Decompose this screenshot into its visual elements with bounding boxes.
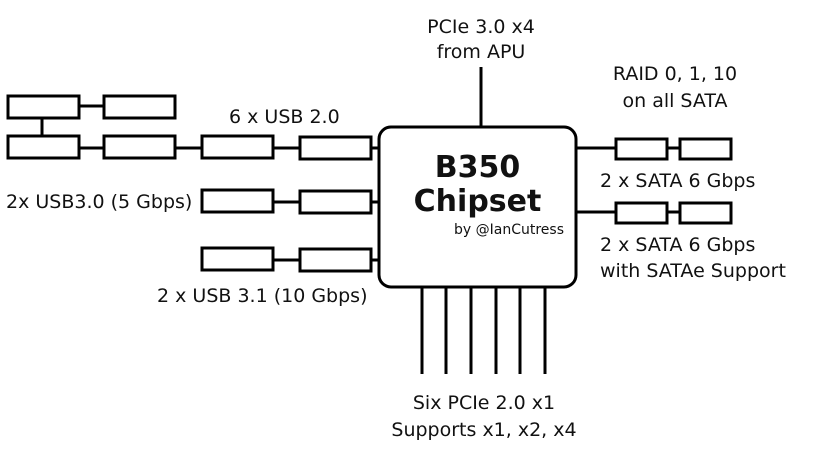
chip-name-line1: B350 — [434, 150, 521, 185]
usb31-label: 2 x USB 3.1 (10 Gbps) — [157, 285, 368, 307]
chip-credit: by @IanCutress — [454, 222, 564, 238]
sata2-label-line2: with SATAe Support — [600, 260, 786, 282]
usb2-ports — [6, 94, 379, 161]
raid-label-line2: on all SATA — [622, 90, 728, 112]
sata2-label-line1: 2 x SATA 6 Gbps — [600, 234, 756, 256]
usb30-label: 2x USB3.0 (5 Gbps) — [6, 191, 193, 213]
usb2-port — [6, 134, 81, 160]
usb2-port — [200, 134, 275, 160]
usb2-port — [102, 94, 177, 120]
raid-label-line1: RAID 0, 1, 10 — [612, 63, 738, 85]
sata2-ports — [576, 201, 733, 225]
sata-port — [614, 201, 669, 225]
sata-port — [678, 137, 733, 161]
sata1-label: 2 x SATA 6 Gbps — [600, 170, 756, 192]
pcie2-label-line1: Six PCIe 2.0 x1 — [412, 392, 556, 414]
sata-port — [614, 137, 669, 161]
pcie-apu-label-line1: PCIe 3.0 x4 — [427, 16, 535, 38]
usb31-port — [200, 246, 275, 272]
usb31-ports — [200, 246, 379, 273]
pcie2-lanes — [420, 287, 547, 374]
usb2-port — [6, 94, 81, 120]
pcie2-label-line2: Supports x1, x2, x4 — [391, 419, 577, 441]
usb30-port — [200, 188, 275, 214]
usb2-label: 6 x USB 2.0 — [229, 106, 340, 128]
usb30-port — [298, 189, 373, 215]
chip-name-line2: Chipset — [413, 184, 542, 219]
usb31-port — [298, 247, 373, 273]
sata-port — [678, 201, 733, 225]
usb2-port — [102, 134, 177, 160]
sata1-ports — [576, 137, 733, 161]
usb30-ports — [200, 188, 379, 215]
pcie-apu-label-line2: from APU — [436, 41, 526, 63]
chipset-box — [377, 125, 578, 289]
usb2-port — [298, 135, 373, 161]
